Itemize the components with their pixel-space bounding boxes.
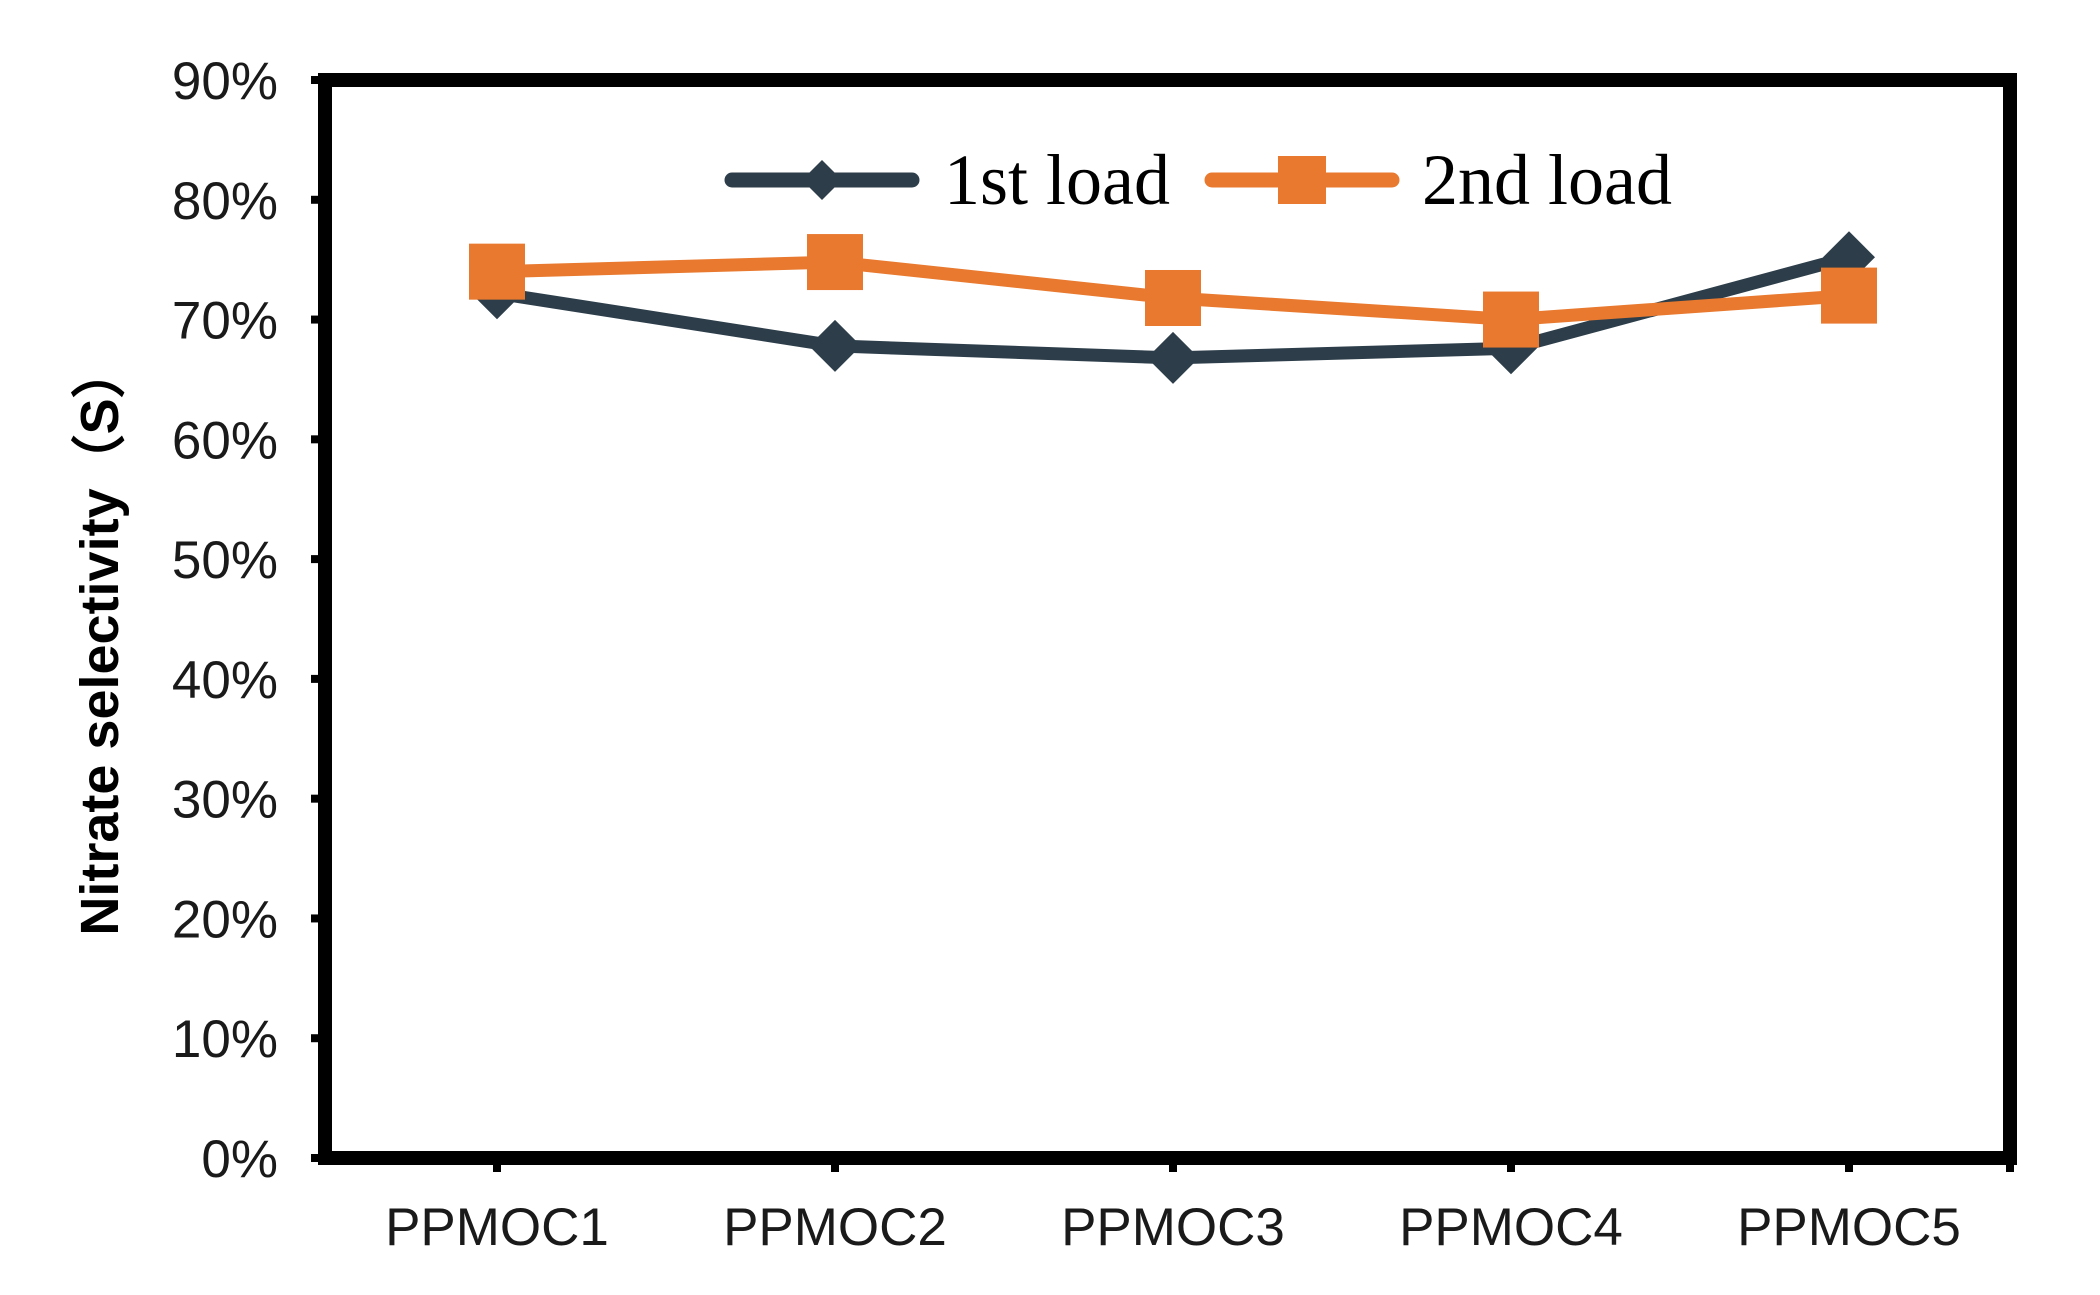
plot-border bbox=[318, 73, 2017, 1165]
x-tick-label: PPMOC4 bbox=[1399, 1198, 1623, 1257]
y-tick-label: 10% bbox=[172, 1010, 278, 1069]
y-tick-label: 80% bbox=[172, 172, 278, 231]
square-marker bbox=[469, 243, 525, 300]
legend-item-1: 1st load bbox=[724, 140, 1170, 220]
legend-marker bbox=[802, 160, 842, 200]
y-tick-label: 40% bbox=[172, 651, 278, 710]
y-tick-label: 50% bbox=[172, 531, 278, 590]
diamond-marker bbox=[1147, 331, 1199, 384]
x-tick-label: PPMOC2 bbox=[723, 1198, 947, 1257]
y-axis-title: Nitrate selectivity（S） bbox=[70, 344, 130, 935]
y-tick-label: 70% bbox=[172, 292, 278, 351]
x-tick-label: PPMOC5 bbox=[1737, 1198, 1961, 1257]
y-axis-ticks: 0% 10% 20% 30% 40% 50% 60% 70% 80% 90% bbox=[172, 52, 325, 1189]
square-marker bbox=[1821, 267, 1877, 324]
legend-label: 2nd load bbox=[1422, 140, 1672, 220]
square-marker bbox=[1145, 269, 1201, 326]
x-tick-label: PPMOC1 bbox=[385, 1198, 609, 1257]
y-tick-label: 20% bbox=[172, 890, 278, 949]
legend-label: 1st load bbox=[944, 140, 1170, 220]
x-axis-ticks: PPMOC1 PPMOC2 PPMOC3 PPMOC4 PPMOC5 bbox=[385, 1158, 2014, 1257]
legend-item-2: 2nd load bbox=[1204, 140, 1672, 220]
legend-marker bbox=[1278, 156, 1326, 204]
x-tick-label: PPMOC3 bbox=[1061, 1198, 1285, 1257]
y-tick-label: 0% bbox=[201, 1130, 278, 1189]
diamond-marker bbox=[809, 319, 861, 372]
series-2 bbox=[469, 234, 1877, 348]
y-tick-label: 90% bbox=[172, 52, 278, 111]
legend: 1st load 2nd load bbox=[724, 140, 1672, 220]
y-tick-label: 60% bbox=[172, 411, 278, 470]
series-layer bbox=[469, 231, 1877, 384]
y-tick-label: 30% bbox=[172, 771, 278, 830]
square-marker bbox=[807, 234, 863, 291]
square-marker bbox=[1483, 291, 1539, 348]
plot-frame bbox=[318, 73, 2017, 1165]
